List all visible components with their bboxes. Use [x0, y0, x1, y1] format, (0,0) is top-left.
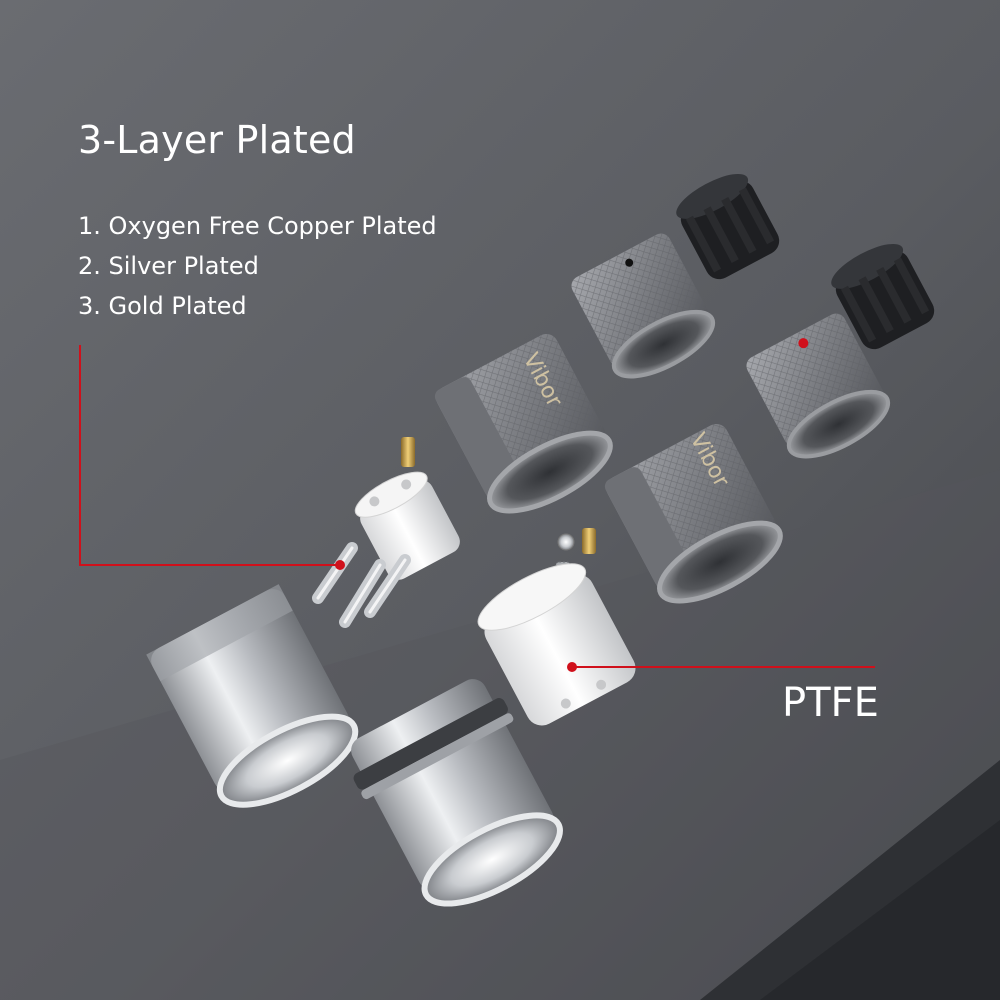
left-connector: Vibor	[146, 173, 780, 808]
ptfe-label: PTFE	[782, 680, 879, 726]
right-connector: Vibor	[351, 243, 935, 907]
table-edge-mesh	[760, 820, 1000, 1000]
page-title: 3-Layer Plated	[78, 118, 356, 162]
right-insulator	[477, 563, 636, 726]
plating-callout	[79, 345, 345, 570]
feature-item: 1. Oxygen Free Copper Plated	[78, 212, 437, 240]
feature-item: 3. Gold Plated	[78, 292, 247, 320]
right-black-cap	[831, 243, 935, 350]
right-chrome-shell	[351, 679, 563, 907]
feature-item: 2. Silver Plated	[78, 252, 259, 280]
left-knurled-collar	[571, 233, 716, 379]
left-insulator	[354, 471, 460, 580]
ptfe-callout	[567, 662, 875, 672]
left-chrome-shell	[146, 584, 359, 808]
right-knurled-body	[604, 423, 783, 604]
right-gold-screw	[582, 528, 596, 554]
left-gold-screw	[401, 437, 415, 467]
left-pins	[312, 542, 411, 628]
left-knurled-body	[434, 333, 613, 514]
right-knurled-collar	[746, 313, 891, 459]
right-steel-ball	[557, 533, 575, 551]
left-black-cap	[676, 173, 780, 280]
